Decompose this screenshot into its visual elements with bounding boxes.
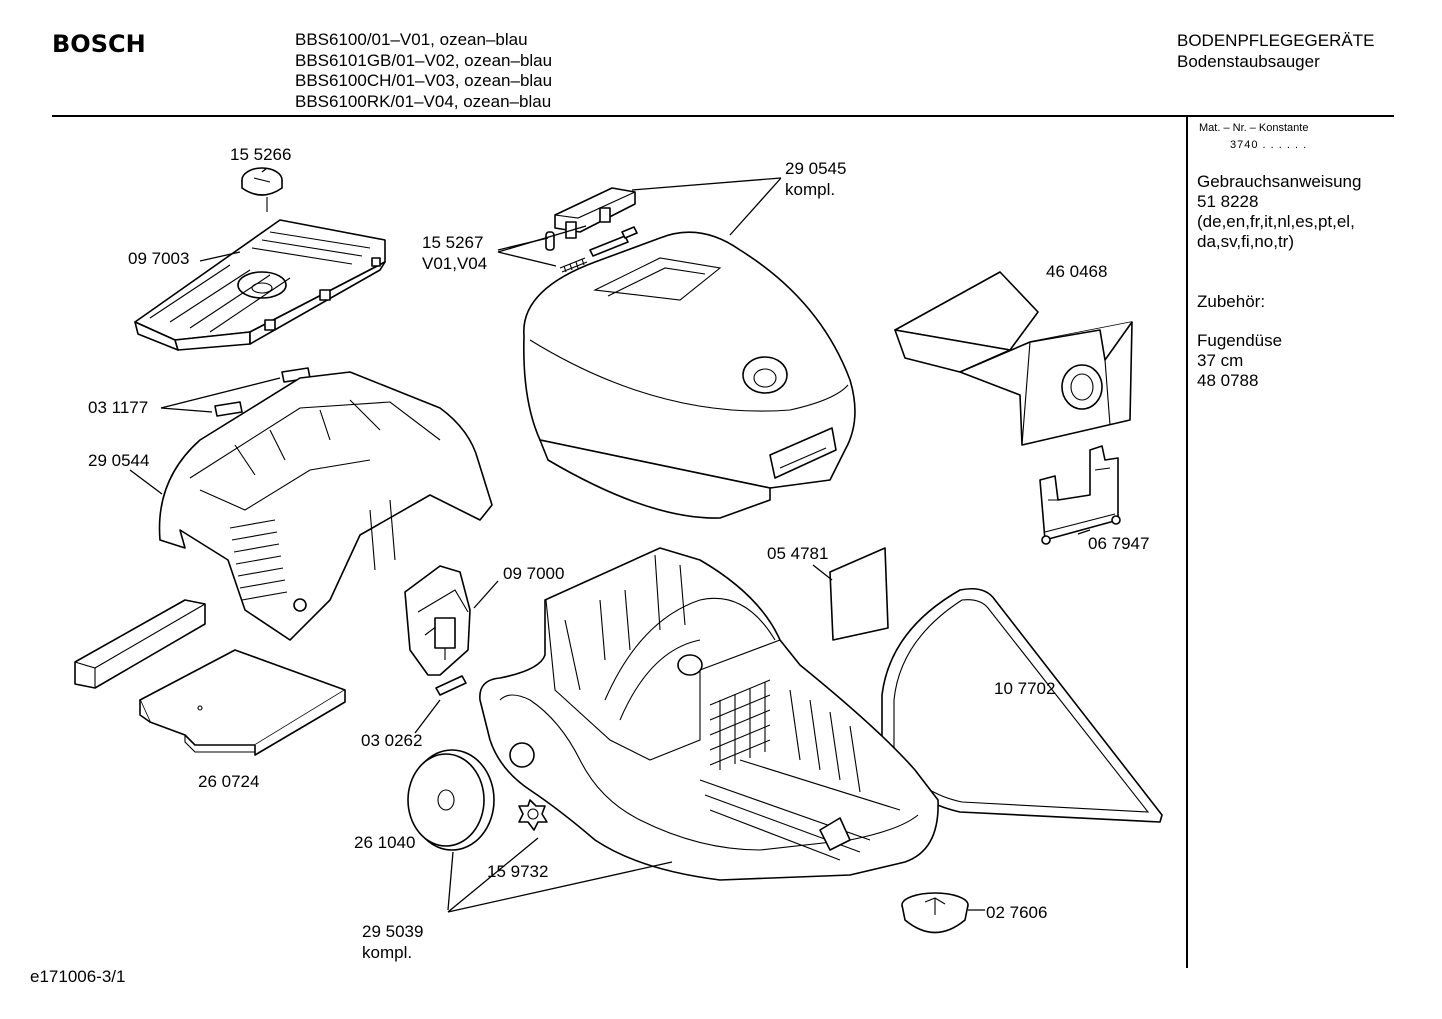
part-label-155267-variant: V01,V04 — [422, 254, 488, 273]
accessory-number: 48 0788 — [1197, 371, 1259, 390]
part-label-155267: 15 5267 — [422, 233, 484, 252]
part-label-295039: 29 5039 — [362, 922, 424, 941]
model-line: BBS6100CH/01–V03, ozean–blau — [295, 71, 553, 90]
category-title: BODENPFLEGEGERÄTE — [1177, 31, 1375, 50]
model-line: BBS6100RK/01–V04, ozean–blau — [295, 91, 552, 111]
handle-part — [554, 187, 636, 239]
header-divider — [52, 115, 1394, 117]
leader-lines — [129, 167, 1091, 913]
part-label-054781: 05 4781 — [767, 544, 829, 563]
exploded-view-drawing — [74, 167, 1163, 934]
clip-part — [214, 367, 311, 417]
accessories-label: Zubehör: — [1197, 292, 1266, 311]
dust-bag-part — [894, 271, 1133, 446]
part-label-097003: 09 7003 — [128, 249, 190, 268]
part-label-460468: 46 0468 — [1046, 262, 1108, 281]
brand-logo: BOSCH — [52, 30, 146, 58]
drawing-id: e171006-3/1 — [30, 967, 126, 986]
manual-label: Gebrauchsanweisung — [1197, 172, 1362, 191]
wheel-part — [407, 749, 495, 851]
part-label-260724: 26 0724 — [198, 772, 260, 791]
model-line: BBS6101GB/01–V02, ozean–blau — [295, 50, 553, 70]
swivel-caster-part — [901, 892, 969, 934]
filter-pad-part — [829, 547, 889, 641]
bag-holder-part — [1039, 445, 1121, 545]
part-label-290544: 29 0544 — [88, 451, 150, 470]
accessory-size: 37 cm — [1197, 351, 1244, 370]
category-subtitle: Bodenstaubsauger — [1177, 52, 1320, 71]
base-body-part — [479, 547, 939, 881]
part-label-107702: 10 7702 — [994, 679, 1056, 698]
part-label-155266: 15 5266 — [230, 145, 292, 164]
category-block: BODENPFLEGEGERÄTE Bodenstaubsauger — [1177, 30, 1374, 72]
part-label-261040: 26 1040 — [354, 833, 416, 852]
part-label-030262: 03 0262 — [361, 731, 423, 750]
part-label-031177: 03 1177 — [88, 398, 149, 417]
mat-nr-label: Mat. – Nr. – Konstante — [1199, 122, 1309, 134]
part-label-097000: 09 7000 — [503, 564, 565, 583]
filter-knob-part — [241, 167, 283, 212]
wheel-hub-part — [518, 799, 548, 831]
pin-part — [435, 675, 467, 696]
side-panel-divider — [1186, 116, 1188, 968]
manual-languages: (de,en,fr,it,nl,es,pt,el, — [1197, 212, 1355, 231]
mat-nr-value: 3740 . . . . . . — [1230, 139, 1308, 151]
manual-number: 51 8228 — [1197, 192, 1259, 211]
top-housing-part — [523, 231, 856, 519]
chassis-cover-part — [158, 371, 493, 641]
model-list: BBS6100/01–V01, ozean–blau BBS6101GB/01–… — [295, 30, 552, 112]
foam-block-part — [74, 599, 206, 689]
part-label-027606: 02 7606 — [986, 903, 1048, 922]
filter-cover-part — [134, 219, 386, 351]
manual-languages: da,sv,fi,no,tr) — [1197, 232, 1294, 251]
part-label-290545: 29 0545 — [785, 159, 847, 178]
part-label-159732: 15 9732 — [487, 862, 549, 881]
part-label-290545-note: kompl. — [785, 180, 836, 199]
filter-plate-part — [139, 649, 346, 756]
part-label-295039-note: kompl. — [362, 943, 413, 962]
model-line: BBS6100/01–V01, ozean–blau — [295, 30, 528, 49]
accessory-name: Fugendüse — [1197, 331, 1283, 350]
part-label-067947: 06 7947 — [1088, 534, 1150, 553]
filter-holder-part — [404, 565, 471, 676]
